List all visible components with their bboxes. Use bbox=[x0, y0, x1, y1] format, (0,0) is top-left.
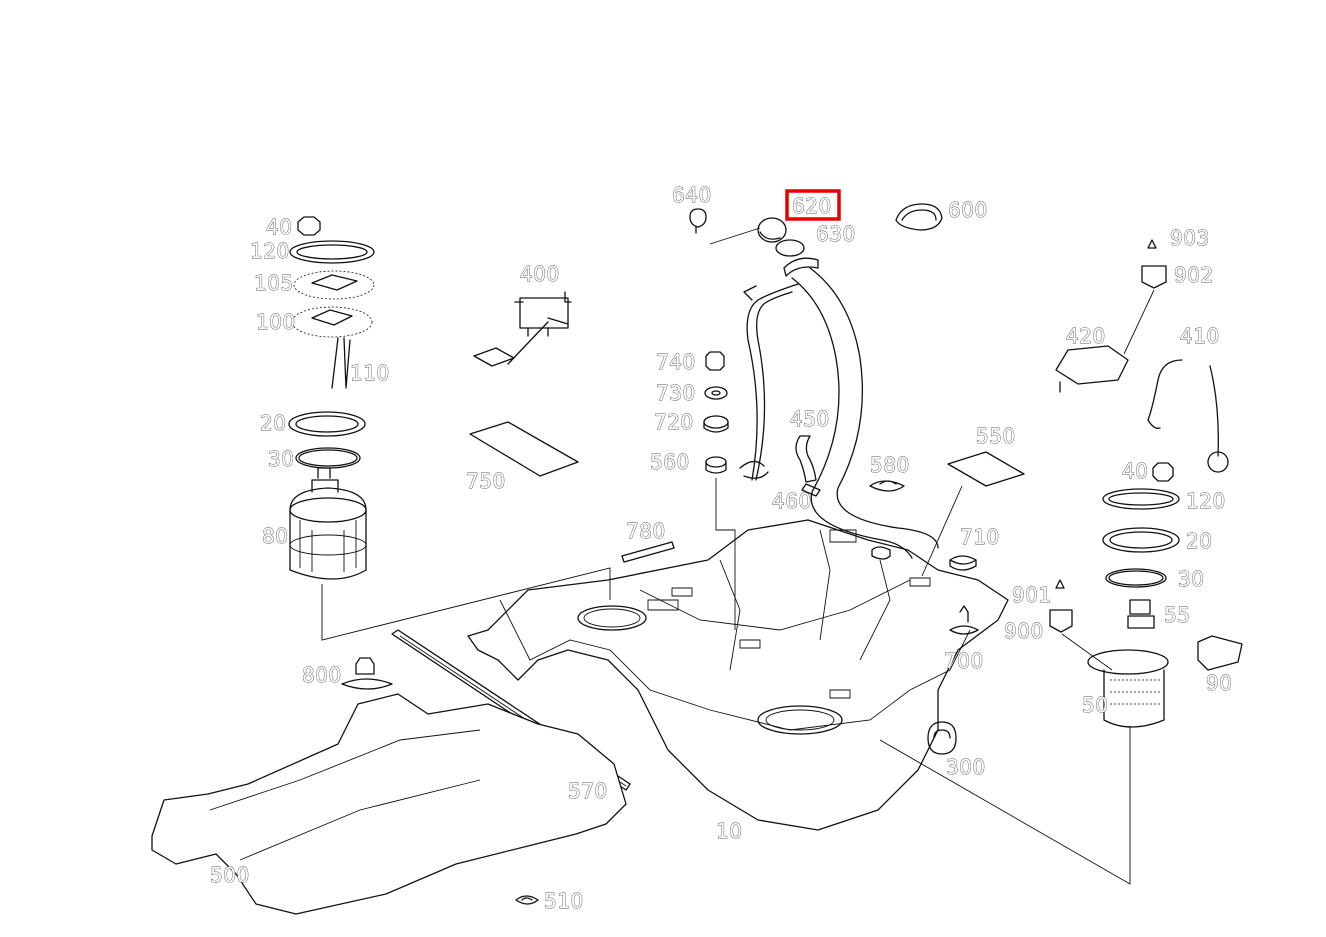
label-450: 450 bbox=[790, 407, 830, 431]
label-500: 500 bbox=[210, 863, 250, 887]
label-620: 620 bbox=[792, 194, 832, 218]
label-10: 10 bbox=[716, 819, 742, 843]
label-510: 510 bbox=[544, 889, 584, 913]
fitting-700-shape bbox=[949, 605, 979, 635]
label-600: 600 bbox=[948, 198, 988, 222]
plug-300-shape bbox=[927, 721, 957, 755]
strip-780-shape bbox=[621, 541, 675, 563]
label-901: 901 bbox=[1012, 583, 1052, 607]
left-pump-assembly bbox=[288, 216, 375, 580]
label-560: 560 bbox=[650, 450, 690, 474]
label-710: 710 bbox=[960, 525, 1000, 549]
clip-510-shape bbox=[515, 895, 539, 905]
pad-550-shape bbox=[947, 451, 1025, 487]
hose-450-shape bbox=[795, 435, 817, 483]
label-580: 580 bbox=[870, 453, 910, 477]
label-300: 300 bbox=[946, 755, 986, 779]
label-105: 105 bbox=[254, 271, 294, 295]
label-903: 903 bbox=[1170, 226, 1210, 250]
label-730: 730 bbox=[656, 381, 696, 405]
label-780: 780 bbox=[626, 519, 666, 543]
label-55: 55 bbox=[1164, 603, 1190, 627]
heat-shield-500 bbox=[151, 693, 627, 915]
washer-stack bbox=[703, 351, 736, 630]
label-700: 700 bbox=[944, 649, 984, 673]
label-110: 110 bbox=[350, 361, 390, 385]
label-30-left: 30 bbox=[268, 447, 294, 471]
leader-line-80 bbox=[321, 567, 611, 641]
label-750: 750 bbox=[466, 469, 506, 493]
label-20-right: 20 bbox=[1186, 529, 1212, 553]
label-100: 100 bbox=[256, 310, 296, 334]
label-550: 550 bbox=[976, 424, 1016, 448]
label-50: 50 bbox=[1082, 693, 1108, 717]
label-720: 720 bbox=[654, 410, 694, 434]
label-640: 640 bbox=[672, 183, 712, 207]
label-400: 400 bbox=[520, 262, 560, 286]
label-40-left: 40 bbox=[266, 215, 292, 239]
label-740: 740 bbox=[656, 350, 696, 374]
valve-800-shape bbox=[341, 657, 393, 690]
label-30-right: 30 bbox=[1178, 567, 1204, 591]
label-120-right: 120 bbox=[1186, 489, 1226, 513]
highlight-box-620[interactable] bbox=[785, 189, 841, 221]
label-120-left: 120 bbox=[250, 239, 290, 263]
fuel-tank-10 bbox=[467, 519, 1009, 831]
label-570: 570 bbox=[568, 779, 608, 803]
label-630: 630 bbox=[816, 222, 856, 246]
label-420: 420 bbox=[1066, 324, 1106, 348]
grommet-580-shape bbox=[869, 480, 905, 492]
label-80: 80 bbox=[262, 524, 288, 548]
label-800: 800 bbox=[302, 663, 342, 687]
right-pump-assembly bbox=[879, 239, 1243, 885]
nut-40-left-shape bbox=[297, 216, 321, 236]
level-sender-400 bbox=[473, 291, 572, 367]
label-410: 410 bbox=[1180, 324, 1220, 348]
label-900: 900 bbox=[1004, 619, 1044, 643]
label-460: 460 bbox=[772, 489, 812, 513]
pad-750-shape bbox=[469, 421, 579, 477]
filler-neck-group bbox=[689, 203, 943, 559]
part-labels: 10 20 20 30 30 40 40 50 55 80 90 100 105… bbox=[210, 183, 1233, 914]
label-20-left: 20 bbox=[260, 411, 286, 435]
label-902: 902 bbox=[1174, 263, 1214, 287]
cap-710-shape bbox=[949, 555, 977, 571]
clip-460-shape bbox=[739, 460, 769, 479]
label-40-right: 40 bbox=[1122, 459, 1148, 483]
label-90: 90 bbox=[1206, 671, 1232, 695]
